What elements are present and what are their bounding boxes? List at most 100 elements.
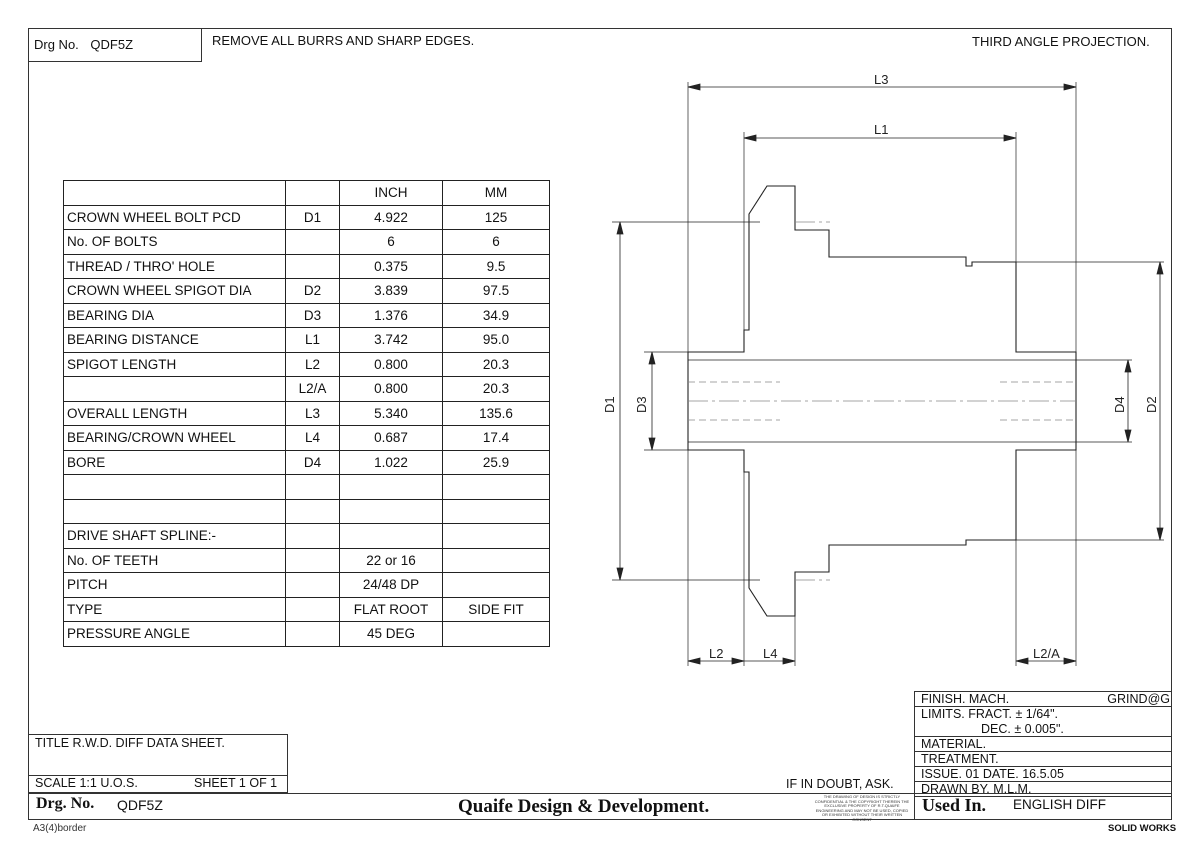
table-cell: OVERALL LENGTH [63,400,286,426]
table-cell [285,498,340,524]
dim-d2: D2 [1144,396,1159,413]
treatment-row: TREATMENT. [915,752,1172,767]
table-cell: D4 [285,449,340,475]
table-cell [442,523,550,549]
table-cell: 25.9 [442,449,550,475]
title-box: TITLE R.W.D. DIFF DATA SHEET. [28,734,288,776]
table-cell [285,547,340,573]
table-header-cell [285,180,340,206]
extension-lines [612,82,1164,666]
drg-no-value: QDF5Z [117,797,163,813]
table-cell [63,498,286,524]
table-header-cell [63,180,286,206]
border-label: A3(4)border [33,823,87,834]
table-cell [339,498,443,524]
table-cell [339,474,443,500]
table-cell: 0.800 [339,351,443,377]
dim-l2a: L2/A [1033,646,1060,661]
table-row: DRIVE SHAFT SPLINE:- [63,523,550,549]
table-cell: DRIVE SHAFT SPLINE:- [63,523,286,549]
table-cell: 20.3 [442,351,550,377]
projection-note: THIRD ANGLE PROJECTION. [972,34,1150,49]
drg-no-label: Drg. No. [36,795,95,812]
finish-right-text: GRIND@G [1107,692,1170,706]
table-cell: D2 [285,278,340,304]
table-cell [442,547,550,573]
table-cell: 34.9 [442,302,550,328]
table-cell: 6 [442,229,550,255]
used-in-label: Used In. [922,795,987,815]
scale-text: SCALE 1:1 U.O.S. [35,776,138,790]
used-in-value: ENGLISH DIFF [1013,797,1107,812]
drg-number-box: Drg No. QDF5Z [28,28,202,62]
table-cell: BORE [63,449,286,475]
notes-block: FINISH. MACH. GRIND@G LIMITS. FRACT. ± 1… [914,691,1172,820]
table-cell: L2/A [285,376,340,402]
table-cell: PITCH [63,572,286,598]
company-name: Quaife Design & Development. [458,796,710,817]
table-cell [442,572,550,598]
table-cell [339,523,443,549]
table-cell [285,229,340,255]
drg-label: Drg No. [34,37,79,52]
table-cell: No. OF TEETH [63,547,286,573]
finish-text: FINISH. MACH. [921,692,1010,706]
table-cell: SPIGOT LENGTH [63,351,286,377]
copyright-note: THE DRAWING OF DESIGN IS STRICTLY CONFID… [814,794,910,822]
table-cell: 1.022 [339,449,443,475]
table-cell [63,376,286,402]
table-cell: 9.5 [442,253,550,279]
drg-value: QDF5Z [90,37,134,52]
bottom-strip [28,793,1172,820]
diff-section-drawing: L3 L1 D1 D3 D4 D2 L2 L4 L2/A [602,72,1164,666]
table-cell [285,474,340,500]
table-cell: 95.0 [442,327,550,353]
table-cell: CROWN WHEEL SPIGOT DIA [63,278,286,304]
dimension-lines [616,83,1164,665]
table-cell: D3 [285,302,340,328]
table-cell: 22 or 16 [339,547,443,573]
table-cell: L4 [285,425,340,451]
table-cell: THREAD / THRO' HOLE [63,253,286,279]
table-cell: 0.800 [339,376,443,402]
drawn-row: DRAWN BY. M.L.M. [915,782,1172,797]
table-cell: BEARING/CROWN WHEEL [63,425,286,451]
table-cell [285,572,340,598]
dim-l4: L4 [763,646,777,661]
table-cell: 3.839 [339,278,443,304]
dec-row: DEC. ± 0.005". [915,722,1172,737]
table-header-cell: INCH [339,180,443,206]
dim-d4: D4 [1112,396,1127,413]
hidden-lines [688,221,1076,581]
drawing-title: TITLE R.W.D. DIFF DATA SHEET. [35,736,225,750]
table-cell [442,474,550,500]
table-cell: BEARING DIA [63,302,286,328]
table-cell: 6 [339,229,443,255]
table-cell: 97.5 [442,278,550,304]
table-cell: 24/48 DP [339,572,443,598]
material-row: MATERIAL. [915,737,1172,752]
table-row [63,498,550,524]
limits-row: LIMITS. FRACT. ± 1/64". [921,707,1059,721]
table-cell: 45 DEG [339,621,443,647]
software-label: SOLID WORKS [1108,823,1177,834]
dim-l2: L2 [709,646,723,661]
scale-box: SCALE 1:1 U.O.S. SHEET 1 OF 1 [28,775,288,793]
table-cell: CROWN WHEEL BOLT PCD [63,204,286,230]
dim-d1: D1 [602,396,617,413]
drawing-border [28,28,1172,820]
table-cell: 135.6 [442,400,550,426]
table-cell [63,474,286,500]
